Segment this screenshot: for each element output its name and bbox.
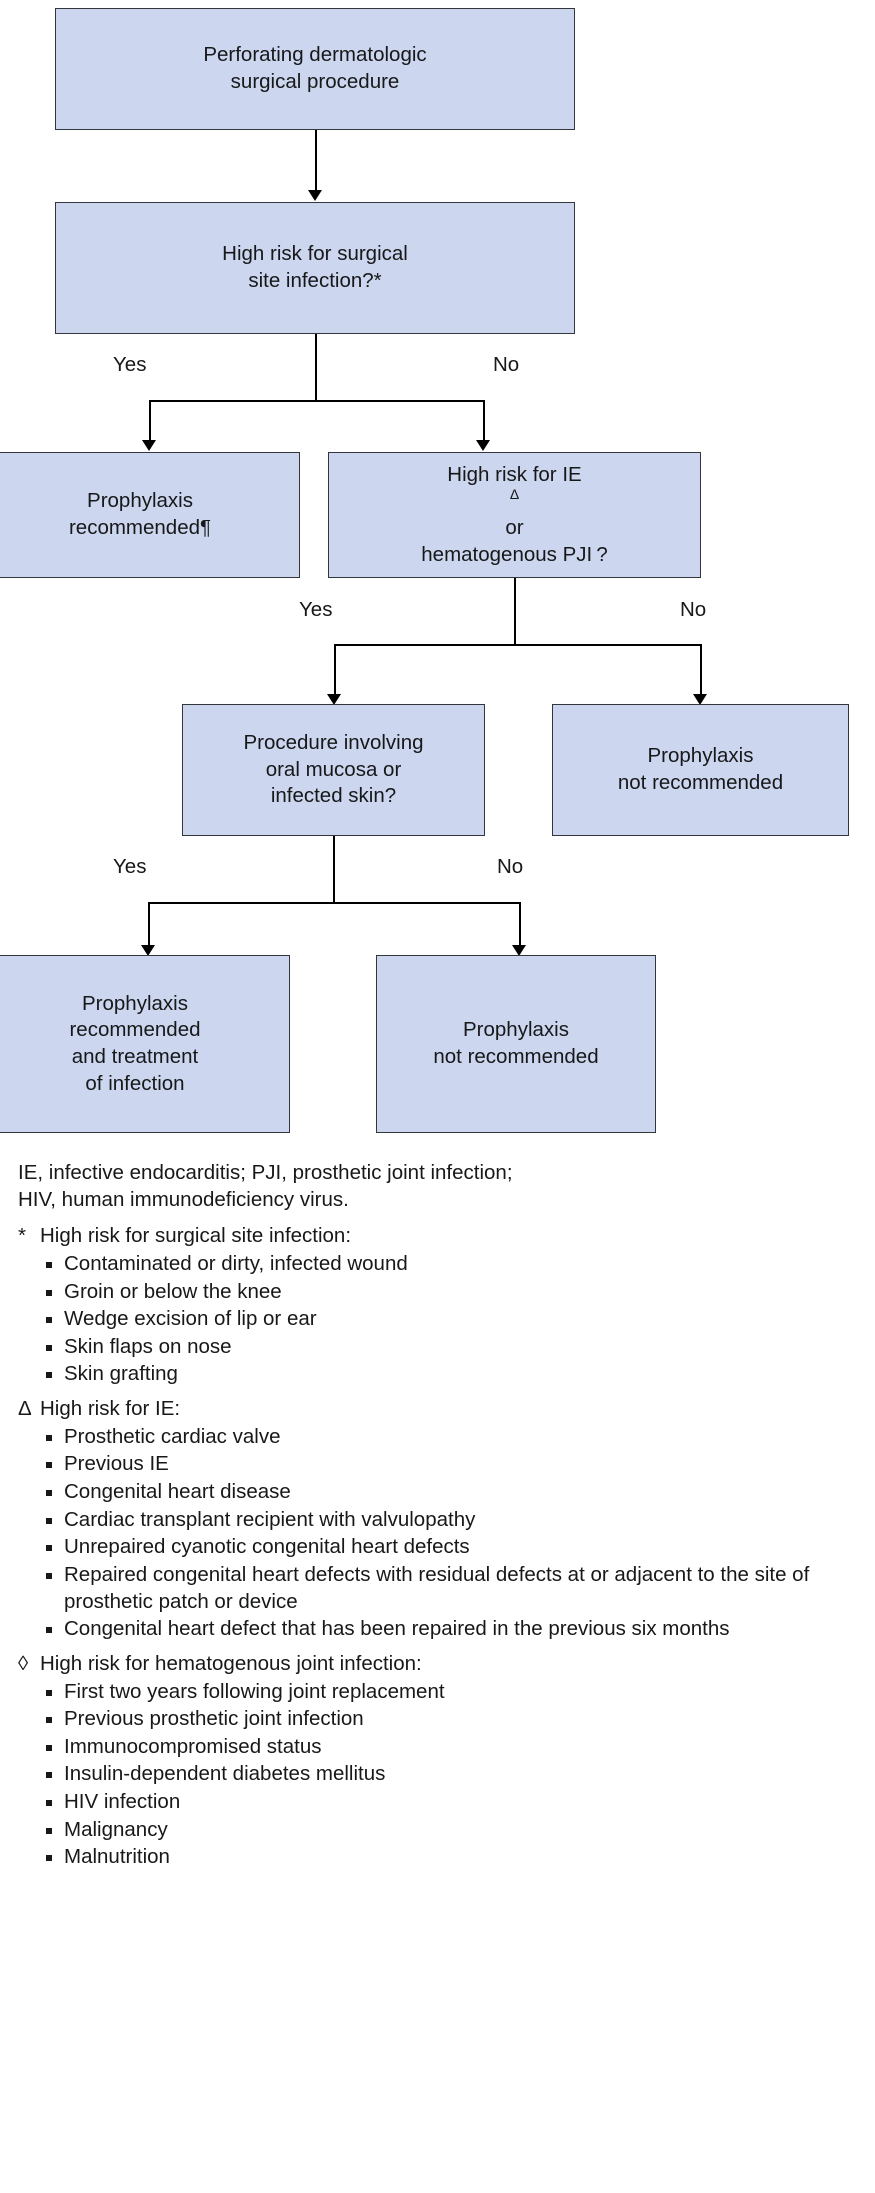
- footnote-heading: * High risk for surgical site infection:: [18, 1223, 861, 1250]
- footnote-title: High risk for surgical site infection:: [40, 1224, 352, 1248]
- connector-iepji-yes-drop: [334, 644, 336, 696]
- footnote-marker-delta: Δ: [18, 1397, 32, 1421]
- node-line: not recommended: [617, 771, 784, 794]
- footnote-list-pji: First two years following joint replacem…: [18, 1679, 861, 1871]
- connector-mucosa-yes-drop: [148, 902, 150, 947]
- footnote-marker-delta: Δ: [509, 486, 520, 503]
- footnote-title: High risk for hematogenous joint infecti…: [40, 1651, 422, 1675]
- arrowhead-icon: [512, 945, 526, 956]
- footnote-group-pji: ◊ High risk for hematogenous joint infec…: [18, 1651, 861, 1871]
- list-item: Congenital heart disease: [44, 1479, 861, 1506]
- footnotes-section: IE, infective endocarditis; PJI, prosthe…: [0, 1160, 875, 1885]
- node-prophylaxis-and-treatment: Prophylaxis recommended and treatment of…: [0, 955, 290, 1133]
- node-line: Prophylaxis: [87, 489, 193, 513]
- connector-ssi-yes-drop: [149, 400, 151, 442]
- edge-label-iepji-yes: Yes: [299, 598, 333, 621]
- list-item: Repaired congenital heart defects with r…: [44, 1562, 861, 1615]
- footnote-list-ssi: Contaminated or dirty, infected wound Gr…: [18, 1251, 861, 1388]
- footnote-list-ie: Prosthetic cardiac valve Previous IE Con…: [18, 1424, 861, 1643]
- abbreviation-line: IE, infective endocarditis; PJI, prosthe…: [18, 1161, 513, 1184]
- connector-mucosa-no-drop: [519, 902, 521, 947]
- connector-ssi-no-drop: [483, 400, 485, 442]
- node-perforating-procedure: Perforating dermatologic surgical proced…: [55, 8, 575, 130]
- list-item: Immunocompromised status: [44, 1734, 861, 1761]
- node-line: High risk for surgical: [222, 242, 408, 266]
- footnote-heading: Δ High risk for IE:: [18, 1396, 861, 1423]
- footnote-title: High risk for IE:: [40, 1397, 181, 1421]
- footnote-group-ssi: * High risk for surgical site infection:…: [18, 1223, 861, 1388]
- node-line: surgical procedure: [230, 70, 400, 93]
- arrowhead-icon: [476, 440, 490, 451]
- list-item: Congenital heart defect that has been re…: [44, 1616, 861, 1643]
- connector-ssi-split: [149, 400, 483, 402]
- footnote-marker-lozenge: ◊: [18, 1651, 29, 1675]
- connector-iepji-stem: [514, 578, 516, 644]
- list-item: HIV infection: [44, 1789, 861, 1816]
- list-item: First two years following joint replacem…: [44, 1679, 861, 1706]
- node-line: Prophylaxis: [463, 1018, 569, 1042]
- node-line-ie-text: High risk for IE: [447, 462, 582, 486]
- edge-label-ssi-no: No: [493, 353, 520, 376]
- node-line: site infection?*: [248, 269, 382, 292]
- edge-label-mucosa-no: No: [497, 855, 524, 878]
- connector-mucosa-split: [148, 902, 519, 904]
- arrowhead-icon: [327, 694, 341, 705]
- arrowhead-icon: [693, 694, 707, 705]
- list-item: Contaminated or dirty, infected wound: [44, 1251, 861, 1278]
- connector-start-to-ssi: [315, 130, 317, 192]
- list-item: Previous IE: [44, 1451, 861, 1478]
- footnote-heading: ◊ High risk for hematogenous joint infec…: [18, 1651, 861, 1678]
- list-item: Unrepaired cyanotic congenital heart def…: [44, 1534, 861, 1561]
- node-high-risk-ssi: High risk for surgical site infection?*: [55, 202, 575, 334]
- node-prophylaxis-not-recommended-mucosa: Prophylaxis not recommended: [376, 955, 656, 1133]
- node-line: not recommended: [433, 1045, 599, 1068]
- node-procedure-oral-mucosa: Procedure involving oral mucosa or infec…: [182, 704, 485, 836]
- arrowhead-icon: [141, 945, 155, 956]
- list-item: Prosthetic cardiac valve: [44, 1424, 861, 1451]
- connector-ssi-stem: [315, 334, 317, 400]
- node-line: hematogenous PJI ?: [421, 542, 608, 566]
- decision-flowchart: Perforating dermatologic surgical proced…: [0, 8, 849, 1133]
- list-item: Malnutrition: [44, 1844, 861, 1871]
- list-item: Cardiac transplant recipient with valvul…: [44, 1507, 861, 1534]
- list-item: Wedge excision of lip or ear: [44, 1306, 861, 1333]
- node-prophylaxis-not-recommended-pji: Prophylaxis not recommended: [552, 704, 849, 836]
- node-line: Prophylaxis: [647, 744, 754, 768]
- node-line-ie-tail: or: [505, 516, 524, 539]
- list-item: Skin flaps on nose: [44, 1334, 861, 1361]
- node-line: Perforating dermatologic: [203, 43, 427, 67]
- node-line: recommended¶: [68, 516, 212, 539]
- arrowhead-icon: [308, 190, 322, 201]
- arrowhead-icon: [142, 440, 156, 451]
- connector-iepji-no-drop: [700, 644, 702, 696]
- node-line: and treatment: [71, 1045, 199, 1068]
- list-item: Insulin-dependent diabetes mellitus: [44, 1761, 861, 1788]
- list-item: Previous prosthetic joint infection: [44, 1706, 861, 1733]
- node-line: infected skin?: [270, 784, 397, 808]
- connector-mucosa-stem: [333, 836, 335, 902]
- abbreviation-line: HIV, human immunodeficiency virus.: [18, 1187, 349, 1211]
- node-line: recommended: [69, 1018, 201, 1042]
- list-item: Skin grafting: [44, 1361, 861, 1388]
- node-line: of infection: [85, 1071, 185, 1095]
- node-line: Prophylaxis: [82, 991, 188, 1015]
- footnote-group-ie: Δ High risk for IE: Prosthetic cardiac v…: [18, 1396, 861, 1643]
- list-item: Malignancy: [44, 1817, 861, 1844]
- edge-label-iepji-no: No: [680, 598, 707, 621]
- edge-label-mucosa-yes: Yes: [113, 855, 147, 878]
- node-prophylaxis-recommended: Prophylaxis recommended¶: [0, 452, 300, 578]
- node-line: Procedure involving: [243, 731, 424, 755]
- connector-iepji-split: [334, 644, 700, 646]
- list-item: Groin or below the knee: [44, 1279, 861, 1306]
- abbreviations-block: IE, infective endocarditis; PJI, prosthe…: [18, 1160, 861, 1213]
- edge-label-ssi-yes: Yes: [113, 353, 147, 376]
- footnote-marker-asterisk: *: [18, 1224, 26, 1248]
- node-line: oral mucosa or: [265, 757, 402, 781]
